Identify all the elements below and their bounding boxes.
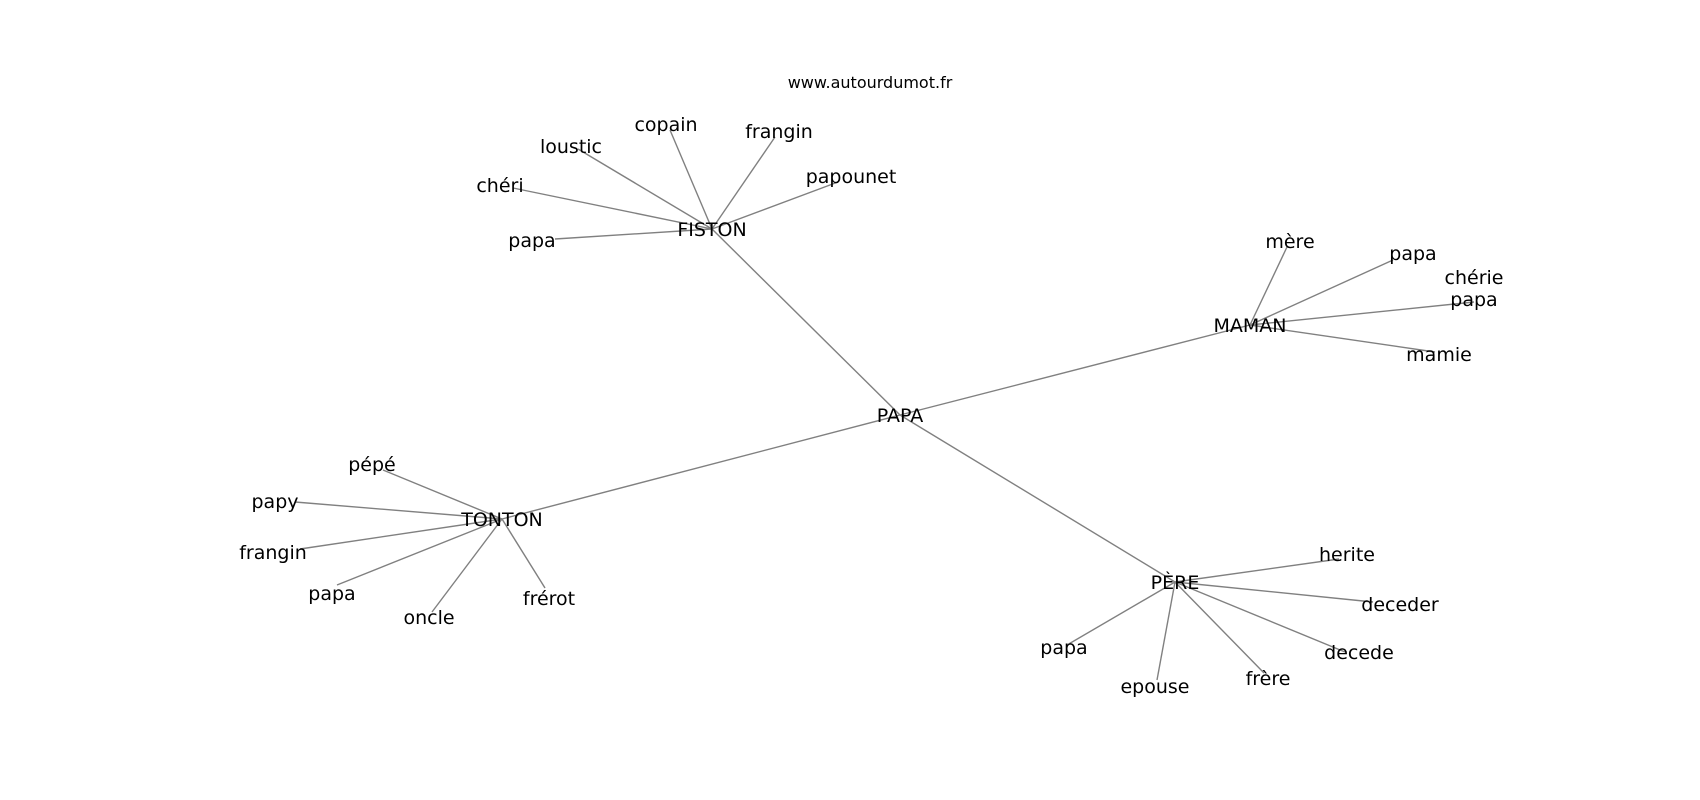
- edge-pere-papa: [1066, 581, 1176, 646]
- edge-maman-mere: [1249, 246, 1288, 326]
- edge-maman-cherie-papa: [1249, 301, 1475, 326]
- node-leaf-pere-frere: frère: [1246, 668, 1291, 690]
- node-leaf-maman-mere: mère: [1265, 231, 1314, 253]
- edge-fiston-frangin: [711, 136, 776, 230]
- edge-fiston-cheri: [512, 187, 713, 230]
- node-leaf-pere-decede: decede: [1324, 642, 1394, 664]
- edge-center-fiston: [711, 228, 901, 416]
- edge-maman-mamie: [1249, 324, 1436, 353]
- edge-center-pere: [899, 414, 1176, 583]
- edge-center-tonton: [501, 414, 901, 520]
- node-hub-pere: PÈRE: [1151, 571, 1200, 594]
- edge-pere-decede: [1174, 581, 1346, 653]
- node-leaf-fiston-papa: papa: [508, 230, 555, 252]
- edge-fiston-copain: [669, 129, 713, 230]
- node-leaf-tonton-oncle: oncle: [403, 607, 454, 629]
- edge-tonton-frerot: [501, 518, 546, 589]
- edge-pere-epouse: [1156, 581, 1176, 681]
- node-leaf-pere-epouse: epouse: [1120, 676, 1189, 698]
- edge-center-maman: [899, 324, 1251, 416]
- graph-edges: [294, 129, 1475, 681]
- node-leaf-tonton-frerot: frérot: [523, 588, 575, 610]
- edge-fiston-papa: [554, 228, 713, 240]
- source-attribution: www.autourdumot.fr: [788, 73, 953, 92]
- node-leaf-tonton-papa: papa: [308, 583, 355, 605]
- edge-pere-frere: [1174, 581, 1265, 674]
- edge-fiston-loustic: [577, 148, 713, 230]
- node-leaf-maman-mamie: mamie: [1406, 344, 1472, 366]
- edge-tonton-papa: [336, 518, 503, 586]
- edge-tonton-pepe: [382, 469, 503, 520]
- node-leaf-tonton-pepe: pépé: [348, 454, 396, 476]
- node-center: PAPA: [877, 405, 923, 427]
- node-leaf-tonton-papy: papy: [251, 491, 298, 513]
- node-leaf-tonton-frangin: frangin: [239, 542, 307, 564]
- node-leaf-pere-herite: herite: [1319, 544, 1375, 566]
- node-leaf-maman-papa: papa: [1389, 243, 1436, 265]
- edge-pere-deceder: [1174, 581, 1374, 603]
- edge-pere-herite: [1174, 558, 1340, 583]
- node-leaf-fiston-frangin: frangin: [745, 121, 813, 143]
- node-hub-maman: MAMAN: [1214, 315, 1287, 337]
- edge-tonton-oncle: [431, 518, 503, 613]
- edge-tonton-frangin: [299, 518, 503, 550]
- node-hub-tonton: TONTON: [460, 509, 543, 531]
- node-leaf-fiston-loustic: loustic: [540, 136, 602, 158]
- edge-maman-papa: [1249, 259, 1394, 326]
- node-leaf-pere-deceder: deceder: [1361, 594, 1439, 616]
- node-leaf-fiston-papounet: papounet: [806, 166, 897, 188]
- node-leaf-fiston-cheri: chéri: [476, 175, 523, 197]
- node-leaf-fiston-copain: copain: [634, 114, 697, 136]
- node-leaf-pere-papa: papa: [1040, 637, 1087, 659]
- node-hub-fiston: FISTON: [677, 219, 746, 241]
- edge-tonton-papy: [294, 501, 503, 520]
- edge-fiston-papounet: [711, 181, 839, 230]
